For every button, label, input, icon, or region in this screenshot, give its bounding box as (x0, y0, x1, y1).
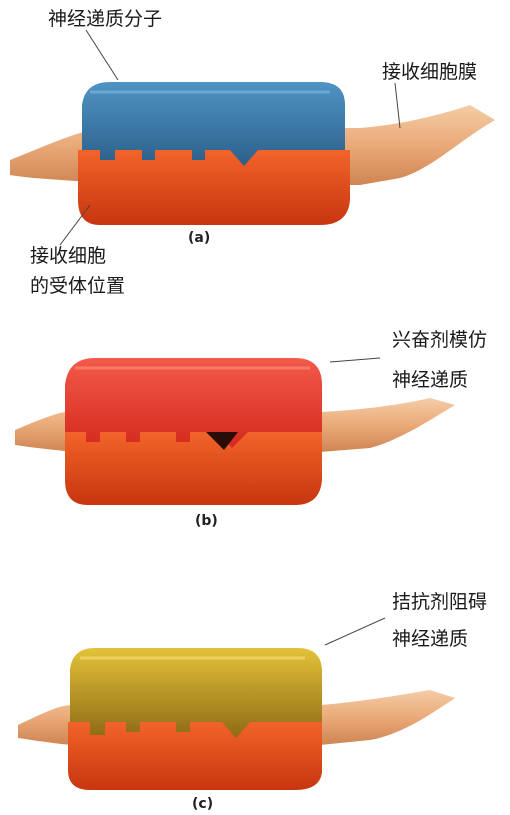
receptor-b (65, 432, 322, 505)
receptor-label-line1: 接收细胞 (30, 245, 106, 267)
antagonist-label-line1: 拮抗剂阻碍 (392, 591, 487, 613)
neurotransmitter-label: 神经递质分子 (48, 8, 162, 30)
panel-b-label: (b) (195, 513, 218, 529)
panel-c-label: (c) (192, 796, 213, 812)
receptor-label-line2: 的受体位置 (30, 275, 125, 297)
antagonist-label-line2: 神经递质 (392, 628, 468, 650)
receptor-a (78, 150, 350, 225)
panel-c: 拮抗剂阻碍 神经递质 (c) (18, 591, 487, 812)
agonist-label-line2: 神经递质 (392, 369, 468, 391)
agonist-label-line1: 兴奋剂模仿 (392, 329, 487, 351)
panel-a-label: (a) (188, 230, 210, 246)
panel-a: 神经递质分子 接收细胞膜 接收细胞 的受体位置 (a) (10, 8, 495, 297)
receptor-c (68, 722, 322, 790)
membrane-label: 接收细胞膜 (382, 61, 477, 83)
panel-b: 兴奋剂模仿 神经递质 (b) (15, 329, 487, 529)
